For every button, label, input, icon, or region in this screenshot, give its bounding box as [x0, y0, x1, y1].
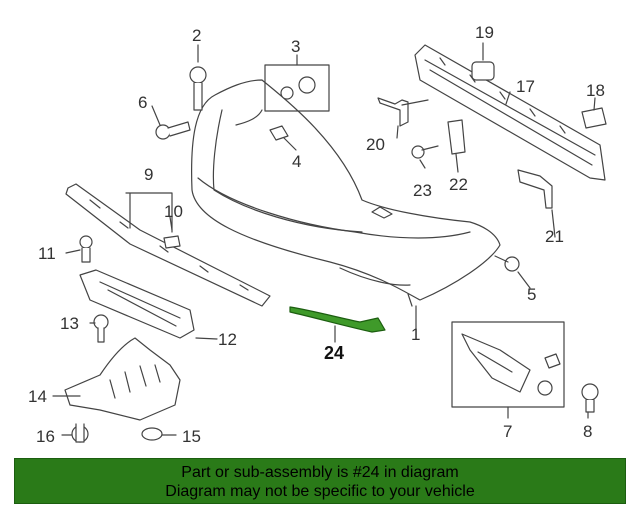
info-banner: Part or sub-assembly is #24 in diagram D…	[14, 458, 626, 504]
callout-14: 14	[28, 387, 47, 406]
callout-2: 2	[192, 26, 202, 45]
callout-12: 12	[218, 330, 237, 349]
reinforcement-bar	[414, 44, 606, 181]
callout-13: 13	[60, 314, 79, 333]
callout-20: 20	[366, 135, 385, 154]
part-24-highlight	[289, 306, 386, 333]
callout-10: 10	[164, 202, 183, 221]
callout-16: 16	[36, 427, 55, 446]
callout-4: 4	[292, 152, 302, 171]
callout-7: 7	[503, 422, 513, 441]
parts-diagram	[52, 42, 607, 443]
callout-24: 24	[324, 343, 345, 363]
bumper-cover	[191, 79, 501, 301]
callout-5: 5	[527, 285, 537, 304]
callout-3: 3	[291, 37, 301, 56]
callout-19: 19	[475, 23, 494, 42]
banner-line-1: Part or sub-assembly is #24 in diagram	[181, 464, 459, 481]
callout-8: 8	[583, 422, 593, 441]
callout-21: 21	[545, 227, 564, 246]
callout-17: 17	[516, 77, 535, 96]
callout-9: 9	[144, 165, 154, 184]
callout-11: 11	[38, 244, 56, 263]
splash-shield	[64, 337, 181, 421]
callout-6: 6	[138, 93, 148, 112]
banner-line-2: Diagram may not be specific to your vehi…	[165, 483, 475, 500]
callout-15: 15	[182, 427, 201, 446]
callout-23: 23	[413, 181, 432, 200]
callout-22: 22	[449, 175, 468, 194]
callout-1: 1	[411, 325, 421, 344]
callout-18: 18	[586, 81, 605, 100]
